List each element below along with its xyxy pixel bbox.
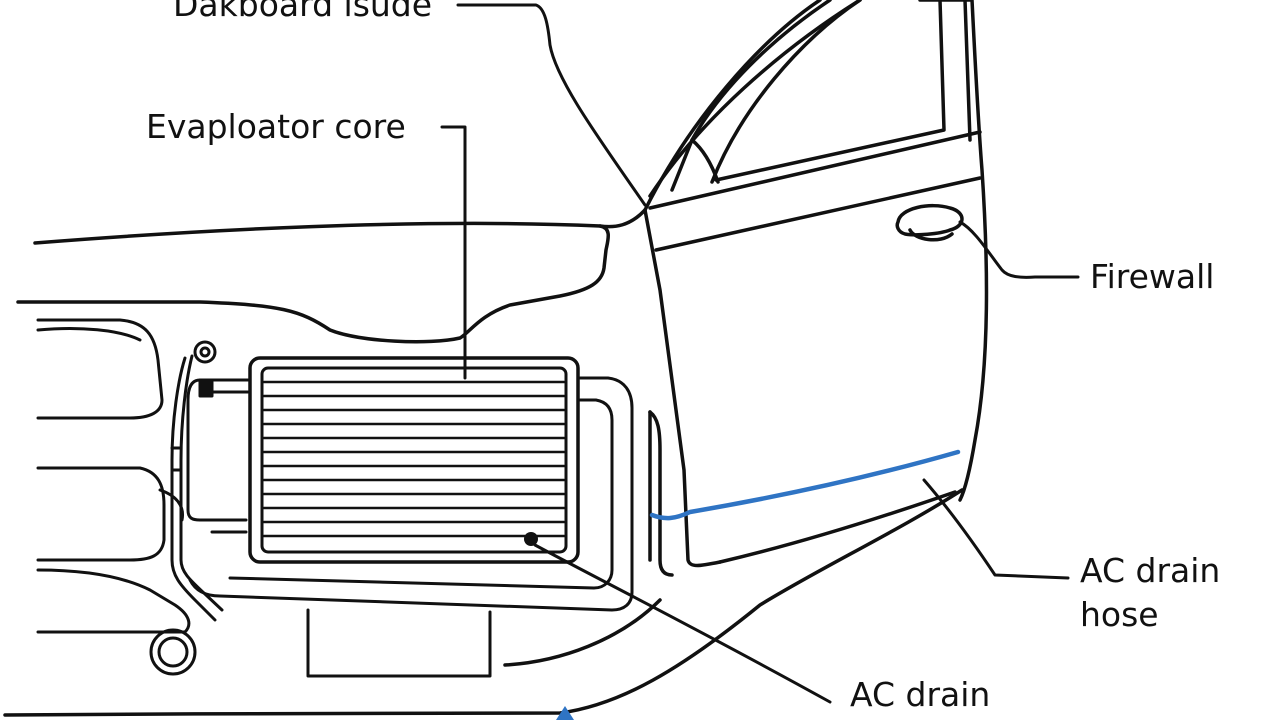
label-ac-drain-hose-line2: hose	[1080, 595, 1159, 634]
dashboard-outline	[3, 208, 964, 717]
leader-evaporator-core	[440, 125, 467, 380]
label-ac-drain-hose-line1: AC drain	[1080, 551, 1220, 590]
leader-ac-drain-hose	[922, 478, 1070, 580]
label-dashboard-inside: Dakboard isude	[173, 0, 432, 24]
wiring-harness	[170, 340, 224, 622]
ac-drain-hose	[649, 449, 961, 521]
leader-ac-drain	[533, 543, 832, 704]
leader-dashboard-inside	[456, 3, 647, 207]
leader-firewall	[958, 220, 1080, 279]
label-evaporator-core: Evaploator core	[146, 107, 406, 146]
label-firewall: Firewall	[1090, 257, 1214, 296]
evaporator-fins	[262, 380, 566, 538]
car-door	[643, 0, 989, 577]
ac-drain-point	[524, 532, 538, 546]
hvac-housing	[36, 318, 634, 678]
drip-marker	[556, 706, 574, 720]
evaporator-core	[248, 356, 580, 564]
label-ac-drain: AC drain	[850, 675, 990, 714]
